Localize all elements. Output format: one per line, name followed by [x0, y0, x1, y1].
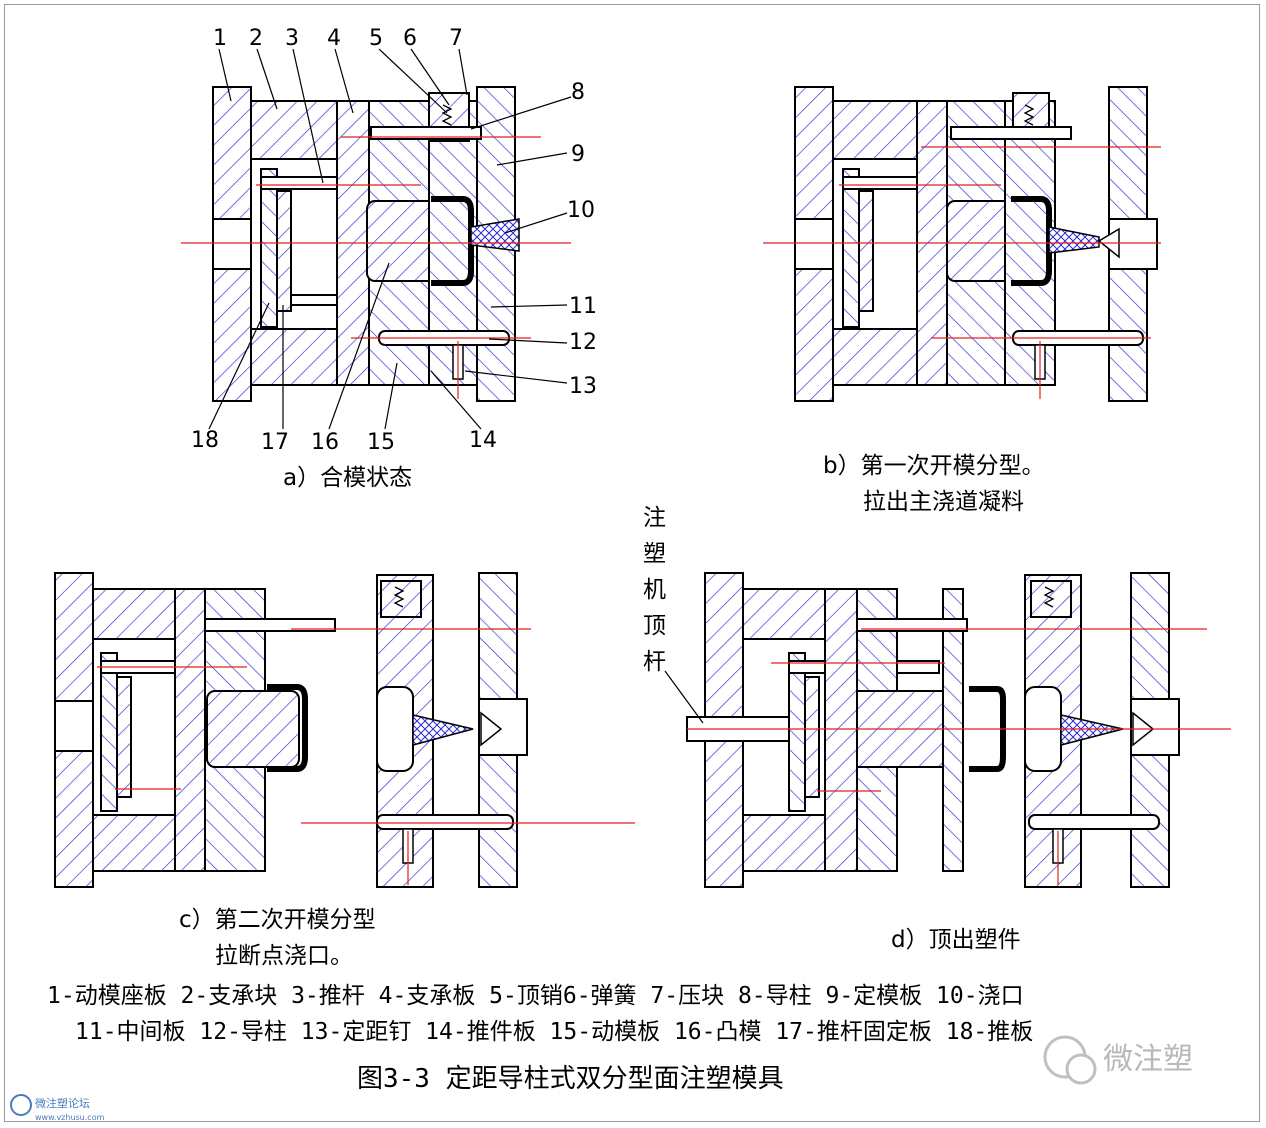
caption-d: d）顶出塑件: [891, 927, 1021, 953]
return-pin: [290, 294, 338, 306]
watermark-text: 微注塑: [1103, 1042, 1193, 1077]
panel-b: b）第一次开模分型。 拉出主浇道凝料: [763, 86, 1161, 515]
callout-13: 13: [569, 374, 597, 399]
mold-diagram: 1 2 3 4 5 6 7 8 9 10 11 12 13 14 15 16 1…: [10, 26, 1231, 1122]
watermark: 微注塑: [1043, 1035, 1193, 1085]
callout-12: 12: [569, 330, 597, 355]
side-label-char-1: 注: [643, 505, 666, 531]
callout-11: 11: [569, 294, 597, 319]
callout-8: 8: [571, 80, 585, 105]
callout-1: 1: [213, 26, 227, 51]
callout-17: 17: [261, 430, 289, 455]
panel-d: 注 塑 机 顶 杆 d）顶出塑件: [643, 505, 1231, 953]
callout-3: 3: [285, 26, 299, 51]
callout-16: 16: [311, 430, 339, 455]
callout-9: 9: [571, 142, 585, 167]
forum-logo-text: 微注塑论坛: [35, 1096, 90, 1110]
callout-6: 6: [403, 26, 417, 51]
callout-15: 15: [367, 430, 395, 455]
callout-10: 10: [567, 198, 595, 223]
plate-2-support-bottom: [250, 328, 338, 386]
callout-2: 2: [249, 26, 263, 51]
caption-c-line1: c）第二次开模分型: [179, 907, 376, 933]
callout-18: 18: [191, 428, 219, 453]
side-label-char-3: 机: [643, 577, 666, 603]
clamp-bore: [212, 218, 252, 270]
caption-a: a）合模状态: [283, 465, 412, 491]
side-label-char-2: 塑: [643, 541, 666, 567]
panel-a: 1 2 3 4 5 6 7 8 9 10 11 12 13 14 15 16 1…: [181, 26, 597, 491]
forum-logo: 微注塑论坛 www.vzhusu.com: [10, 1094, 105, 1122]
part-8-guide-pillar: [370, 126, 482, 140]
callout-4: 4: [327, 26, 341, 51]
forum-logo-icon: [10, 1094, 32, 1116]
part-6-spring: [441, 104, 453, 126]
caption-c-line2: 拉断点浇口。: [215, 943, 353, 969]
callout-5: 5: [369, 26, 383, 51]
side-label-char-4: 顶: [643, 613, 666, 639]
legend-line-2: 11-中间板 12-导柱 13-定距钉 14-推件板 15-动模板 16-凸模 …: [75, 1019, 1033, 1045]
forum-logo-sub: www.vzhusu.com: [35, 1113, 105, 1122]
legend-line-1: 1-动模座板 2-支承块 3-推杆 4-支承板 5-顶销6-弹簧 7-压块 8-…: [47, 983, 1024, 1009]
caption-b-line2: 拉出主浇道凝料: [863, 489, 1024, 515]
callout-14: 14: [469, 428, 497, 453]
plate-17-ejector-retainer: [276, 190, 292, 312]
caption-b-line1: b）第一次开模分型。: [823, 453, 1045, 479]
figure-title: 图3-3 定距导柱式双分型面注塑模具: [357, 1064, 784, 1094]
callout-7: 7: [449, 26, 463, 51]
panel-c: c）第二次开模分型 拉断点浇口。: [54, 572, 635, 969]
side-label-char-5: 杆: [643, 649, 666, 675]
figure-frame: 1 2 3 4 5 6 7 8 9 10 11 12 13 14 15 16 1…: [4, 4, 1260, 1122]
plate-2-support-top: [250, 100, 338, 160]
